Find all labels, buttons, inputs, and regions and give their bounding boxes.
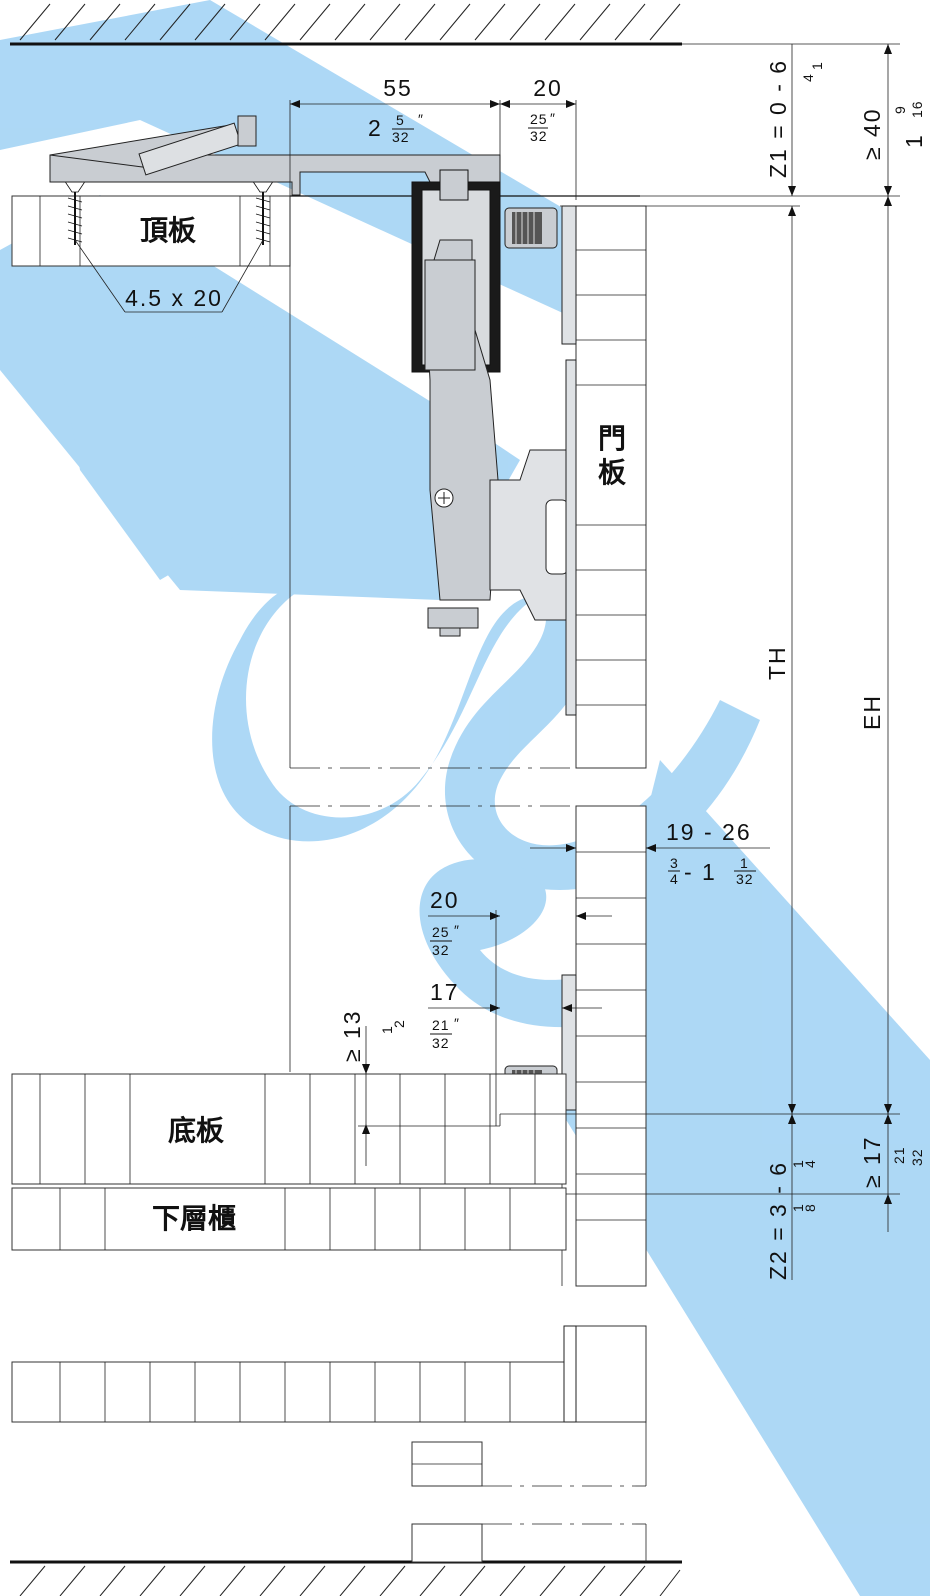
- dim-ge13-num: 1: [379, 1025, 395, 1034]
- dim-ge13-label: ≥ 13: [339, 1009, 365, 1062]
- dim-19-26-b-num: 1: [740, 855, 749, 871]
- ceiling-wall: [10, 3, 682, 46]
- dim-z2-a-num: 1: [790, 1203, 806, 1212]
- dim-55-inch-num: 5: [396, 112, 405, 128]
- svg-text:″: ″: [418, 111, 424, 127]
- dim-ge17-den: 32: [909, 1148, 925, 1166]
- dim-th-label: TH: [764, 645, 790, 680]
- dim-z2-a-den: 8: [802, 1203, 818, 1212]
- dim-z1-inch-num: 1: [809, 61, 825, 70]
- door-panel-label-2: 板: [598, 456, 626, 489]
- roller-icon: [504, 207, 558, 249]
- dim-ge13-den: 2: [391, 1019, 407, 1028]
- dimension-19-26: 19 - 26 3 4 - 1 1 32: [530, 819, 770, 887]
- dimension-th: TH: [764, 206, 796, 1114]
- bottom-panel-label: 底板: [168, 1114, 224, 1147]
- dimension-ge17: ≥ 17 21 32: [859, 1114, 925, 1232]
- svg-text:″: ″: [550, 110, 556, 126]
- dimension-20-mid: 20 25 32 ″: [428, 887, 612, 1126]
- dim-ge17-label: ≥ 17: [859, 1135, 885, 1188]
- dim-z2-b-num: 1: [790, 1159, 806, 1168]
- dim-19-26-a-den: 4: [670, 871, 679, 887]
- dim-20-top-den: 32: [530, 128, 548, 144]
- dim-ge17-num: 21: [891, 1146, 907, 1164]
- dim-19-26-a-num: 3: [670, 855, 679, 871]
- dimension-17: 17 21 32 ″: [428, 979, 602, 1051]
- floor-wall: [10, 1560, 682, 1596]
- dim-ge40-inch-whole: 1: [901, 133, 927, 148]
- svg-text:″: ″: [454, 922, 460, 938]
- mounting-plate: [49, 115, 501, 196]
- svg-text:″: ″: [454, 1015, 460, 1031]
- dim-20-mid-num: 25: [432, 924, 450, 940]
- dim-20-mid-den: 32: [432, 942, 450, 958]
- dim-eh-label: EH: [859, 694, 885, 730]
- lower-shelf-panel: [11, 1325, 647, 1563]
- hinge-arm: [411, 169, 501, 637]
- dim-17-den: 32: [432, 1035, 450, 1051]
- dim-55-inch-whole: 2: [368, 115, 383, 141]
- dim-19-26-b-whole: - 1: [684, 859, 717, 885]
- dimension-ge40: ≥ 40 1 9 16: [859, 44, 927, 196]
- dimension-55: 55 2 5 32 ″: [289, 75, 501, 196]
- door-panel-lower: [561, 805, 647, 1287]
- hinge-cup: [489, 449, 576, 621]
- cabinet-side-outline: [289, 196, 575, 1072]
- screw-icon: [63, 179, 275, 245]
- dim-20-top-num: 25: [530, 111, 548, 127]
- dimension-20-top: 20 25 32 ″: [500, 75, 577, 200]
- bottom-panel: 底板: [11, 1073, 567, 1185]
- dim-19-26-label: 19 - 26: [666, 819, 752, 845]
- dimension-eh: EH: [859, 196, 892, 1114]
- dimension-z1: Z1 = 0 - 6 4 1: [560, 43, 900, 207]
- lower-cabinet-panel: 下層櫃: [11, 1187, 567, 1251]
- dim-17-num: 21: [432, 1017, 450, 1033]
- dimension-z2: Z2 = 3 - 6 1 8 1 4: [500, 1113, 900, 1280]
- screw-size-label: 4.5 x 20: [125, 285, 223, 311]
- dim-17-label: 17: [430, 979, 460, 1005]
- top-panel-label: 頂板: [140, 214, 196, 247]
- dim-z1-inch-den: 4: [800, 73, 816, 82]
- dim-55-label: 55: [383, 75, 413, 101]
- dim-19-26-b-den: 32: [736, 871, 754, 887]
- dim-z2-label: Z2 = 3 - 6: [765, 1161, 791, 1280]
- dim-ge40-inch-num: 9: [892, 105, 908, 114]
- dim-ge40-label: ≥ 40: [859, 107, 885, 160]
- dim-20-top-label: 20: [533, 75, 563, 101]
- dim-20-mid-label: 20: [430, 887, 460, 913]
- screw-callout: 4.5 x 20: [74, 239, 264, 313]
- door-panel-label-1: 門: [598, 422, 626, 455]
- dim-z2-b-den: 4: [802, 1159, 818, 1168]
- dim-z1-label: Z1 = 0 - 6: [765, 59, 791, 178]
- door-panel: 門 板: [561, 205, 647, 769]
- dim-ge40-inch-den: 16: [909, 100, 925, 118]
- dimension-ge13: ≥ 13 1 2: [339, 1009, 501, 1166]
- dim-55-inch-den: 32: [392, 129, 410, 145]
- lower-cabinet-label: 下層櫃: [152, 1202, 236, 1235]
